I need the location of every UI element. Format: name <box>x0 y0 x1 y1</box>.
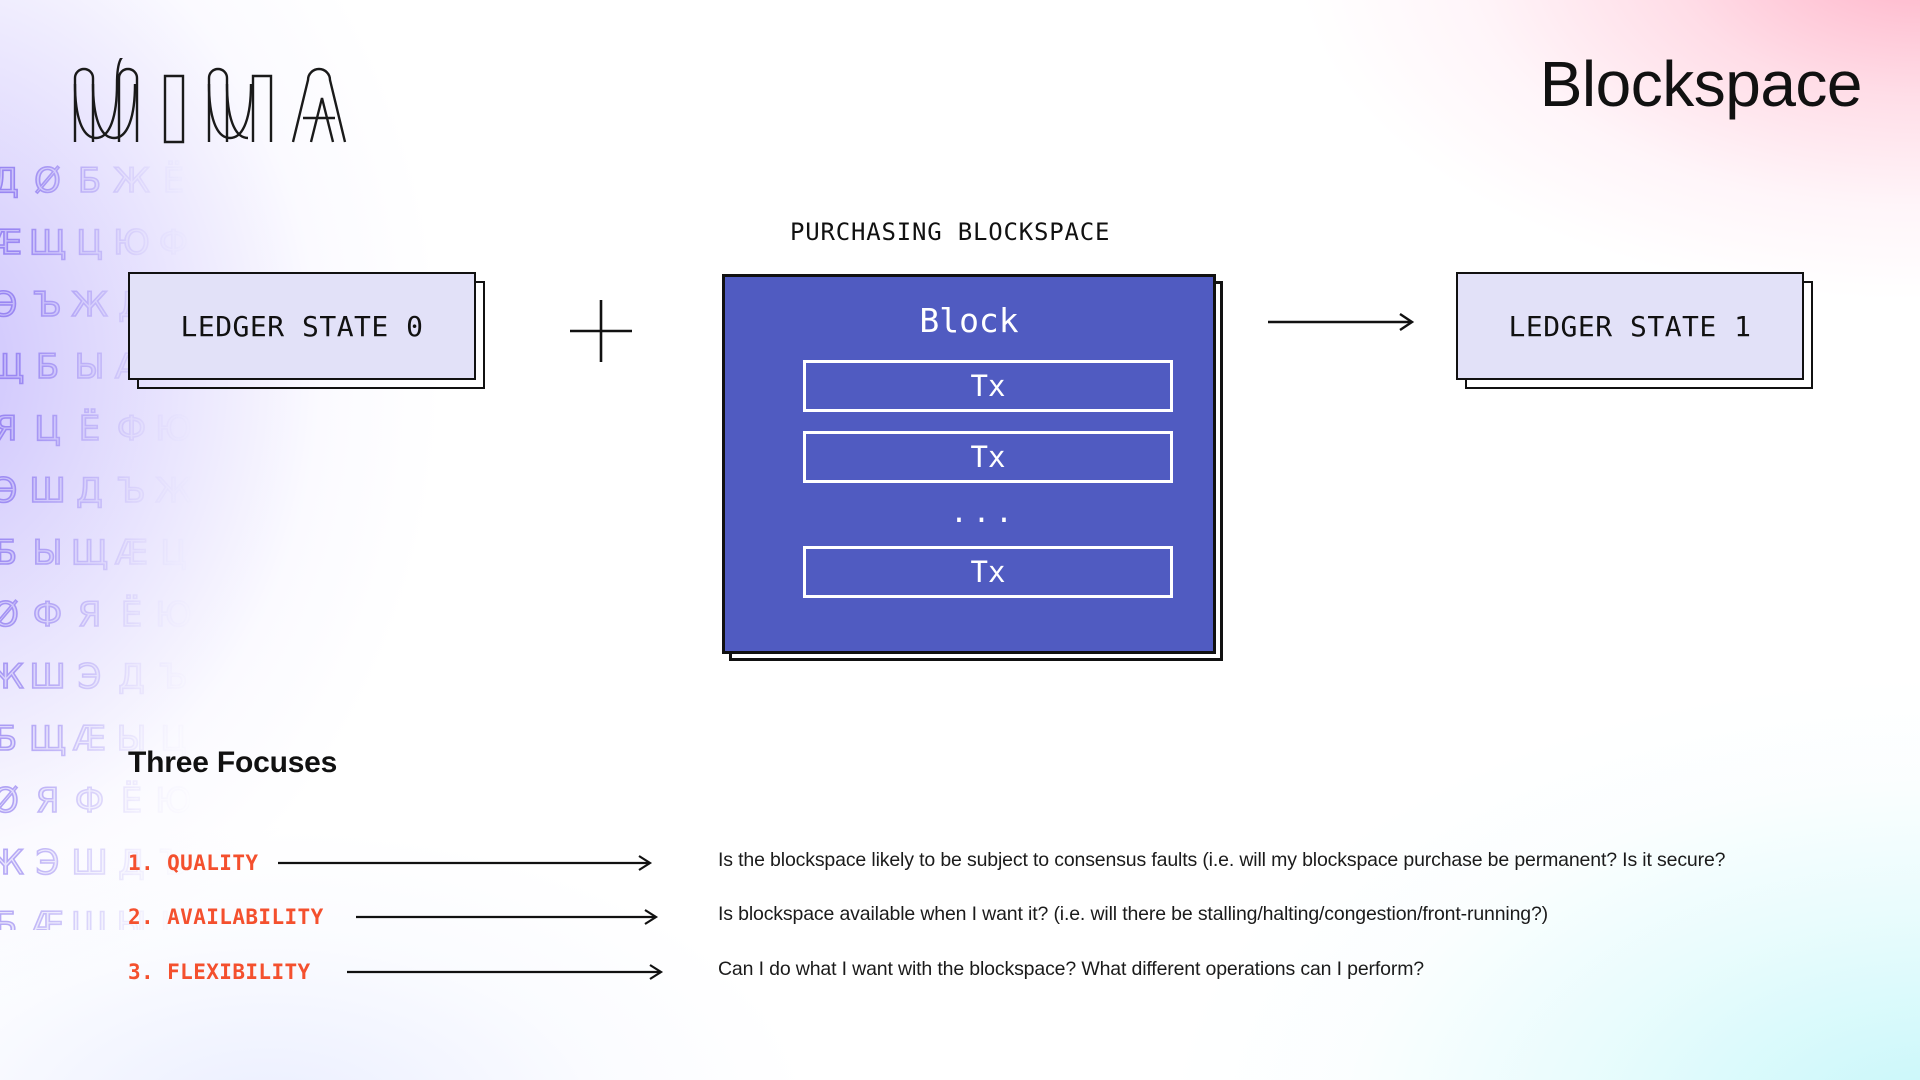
focus-connector-arrow-icon <box>346 962 667 982</box>
tx-box: Tx <box>803 431 1173 483</box>
ledger-before-label: LEDGER STATE 0 <box>180 309 424 343</box>
focus-row-quality: 1. QUALITY <box>128 848 656 878</box>
glyph-texture-cell: Э <box>0 285 18 325</box>
glyph-texture-cell: Щ <box>0 347 25 387</box>
page-title: Blockspace <box>1539 48 1863 120</box>
glyph-texture-cell: Ø <box>0 781 20 821</box>
ledger-state-after: LEDGER STATE 1 <box>1456 272 1813 389</box>
focus-description-quality: Is the blockspace likely to be subject t… <box>718 849 1726 871</box>
tx-box: Tx <box>803 360 1173 412</box>
mina-wordmark-icon <box>72 54 372 144</box>
glyph-texture-cell: Ё <box>78 409 101 449</box>
glyph-texture-cell: Ж <box>0 843 25 883</box>
glyph-texture-cell: Я <box>77 595 102 635</box>
tx-label: Tx <box>970 440 1006 474</box>
tx-ellipsis: ... <box>950 495 1018 529</box>
glyph-texture-cell: Ц <box>33 409 61 449</box>
block-title: Block <box>919 301 1019 340</box>
tx-box: Tx <box>803 546 1173 598</box>
glyph-texture-cell: Щ <box>28 719 67 759</box>
glyph-texture-cell: Ф <box>32 595 63 635</box>
focus-connector-arrow-icon <box>278 853 656 873</box>
ledger-state-before: LEDGER STATE 0 <box>128 272 485 389</box>
glyph-texture-cell: Ø <box>33 161 61 201</box>
glyph-texture-cell: Щ <box>70 905 109 930</box>
ledger-before-box: LEDGER STATE 0 <box>128 272 476 380</box>
ledger-after-box: LEDGER STATE 1 <box>1456 272 1804 380</box>
glyph-texture-cell: Б <box>35 347 60 387</box>
focus-description-flexibility: Can I do what I want with the blockspace… <box>718 958 1424 980</box>
glyph-texture-cell: Ц <box>159 533 187 573</box>
glyph-texture-cell: Ё <box>120 595 143 635</box>
glyph-texture-cell: Ю <box>154 781 192 821</box>
glyph-texture-cell: Æ <box>0 223 23 263</box>
glyph-texture-cell: Ф <box>74 781 105 821</box>
glyph-texture-cell: Д <box>0 161 20 201</box>
glyph-texture-cell: Ы <box>74 347 106 387</box>
glyph-texture-cell: Ъ <box>117 471 147 511</box>
plus-icon <box>570 300 632 362</box>
glyph-texture-cell: Ж <box>112 161 150 201</box>
block-diagram: Block Tx Tx ... Tx <box>722 274 1223 661</box>
glyph-texture-cell: Ю <box>154 409 192 449</box>
glyph-texture-cell: Э <box>0 471 18 511</box>
focus-connector-arrow-icon <box>355 907 662 927</box>
glyph-texture-cell: Б <box>77 161 102 201</box>
focus-label-flexibility: 3. FLEXIBILITY <box>128 960 311 984</box>
glyph-texture-cell: Я <box>0 409 18 449</box>
glyph-texture-cell: Ф <box>116 409 147 449</box>
glyph-texture-cell: Я <box>35 781 60 821</box>
glyph-texture-cell: Æ <box>114 533 149 573</box>
glyph-texture-cell: Ё <box>162 161 185 201</box>
glyph-texture-cell: Ц <box>75 223 103 263</box>
glyph-texture-pattern: ДØБЖЁÆЩЦЮФЭЪЖДШЩБЫÆØЯЦЁФЮЭШДЪЖБЫЩÆЦØФЯЁЮ… <box>0 150 196 930</box>
block-box: Block Tx Tx ... Tx <box>722 274 1216 654</box>
glyph-texture-cell: Щ <box>28 223 67 263</box>
glyph-texture-cell: Ю <box>154 595 192 635</box>
diagram-caption: PURCHASING BLOCKSPACE <box>790 218 1111 246</box>
glyph-texture-cell: Ф <box>158 223 189 263</box>
glyph-texture-cell: Ж <box>0 657 25 697</box>
glyph-texture-cell: Ж <box>70 285 108 325</box>
arrow-right-icon <box>1268 310 1418 334</box>
glyph-texture-cell: Ы <box>32 533 64 573</box>
glyph-texture-cell: Б <box>0 719 18 759</box>
glyph-texture-cell: Э <box>77 657 102 697</box>
glyph-texture-cell: Э <box>35 843 60 883</box>
focus-label-availability: 2. AVAILABILITY <box>128 905 324 929</box>
tx-label: Tx <box>970 369 1006 403</box>
glyph-texture-cell: Ш <box>71 843 109 883</box>
glyph-texture-cell: Æ <box>72 719 107 759</box>
glyph-texture-cell: Ю <box>112 223 150 263</box>
glyph-texture-cell: Щ <box>70 533 109 573</box>
ledger-after-label: LEDGER STATE 1 <box>1508 309 1752 343</box>
glyph-texture-cell: Ш <box>29 471 67 511</box>
glyph-texture-cell: Ш <box>29 657 67 697</box>
glyph-texture-cell: Д <box>75 471 103 511</box>
glyph-texture-cell: Б <box>0 533 18 573</box>
glyph-texture-cell: Ъ <box>159 657 189 697</box>
glyph-texture-cell: Б <box>0 905 18 930</box>
glyph-texture-cell: Д <box>117 657 145 697</box>
glyph-texture-cell: Æ <box>30 905 65 930</box>
glyph-texture-cell: Ж <box>154 471 192 511</box>
glyph-texture-cell: Ъ <box>33 285 63 325</box>
tx-label: Tx <box>970 555 1006 589</box>
glyph-texture-cell: Ё <box>120 781 143 821</box>
focus-row-availability: 2. AVAILABILITY <box>128 902 662 932</box>
focus-description-availability: Is blockspace available when I want it? … <box>718 903 1549 925</box>
glyph-texture-cell: Ø <box>0 595 20 635</box>
focus-row-flexibility: 3. FLEXIBILITY <box>128 957 667 987</box>
focus-label-quality: 1. QUALITY <box>128 851 259 875</box>
three-focuses-heading: Three Focuses <box>128 746 338 779</box>
